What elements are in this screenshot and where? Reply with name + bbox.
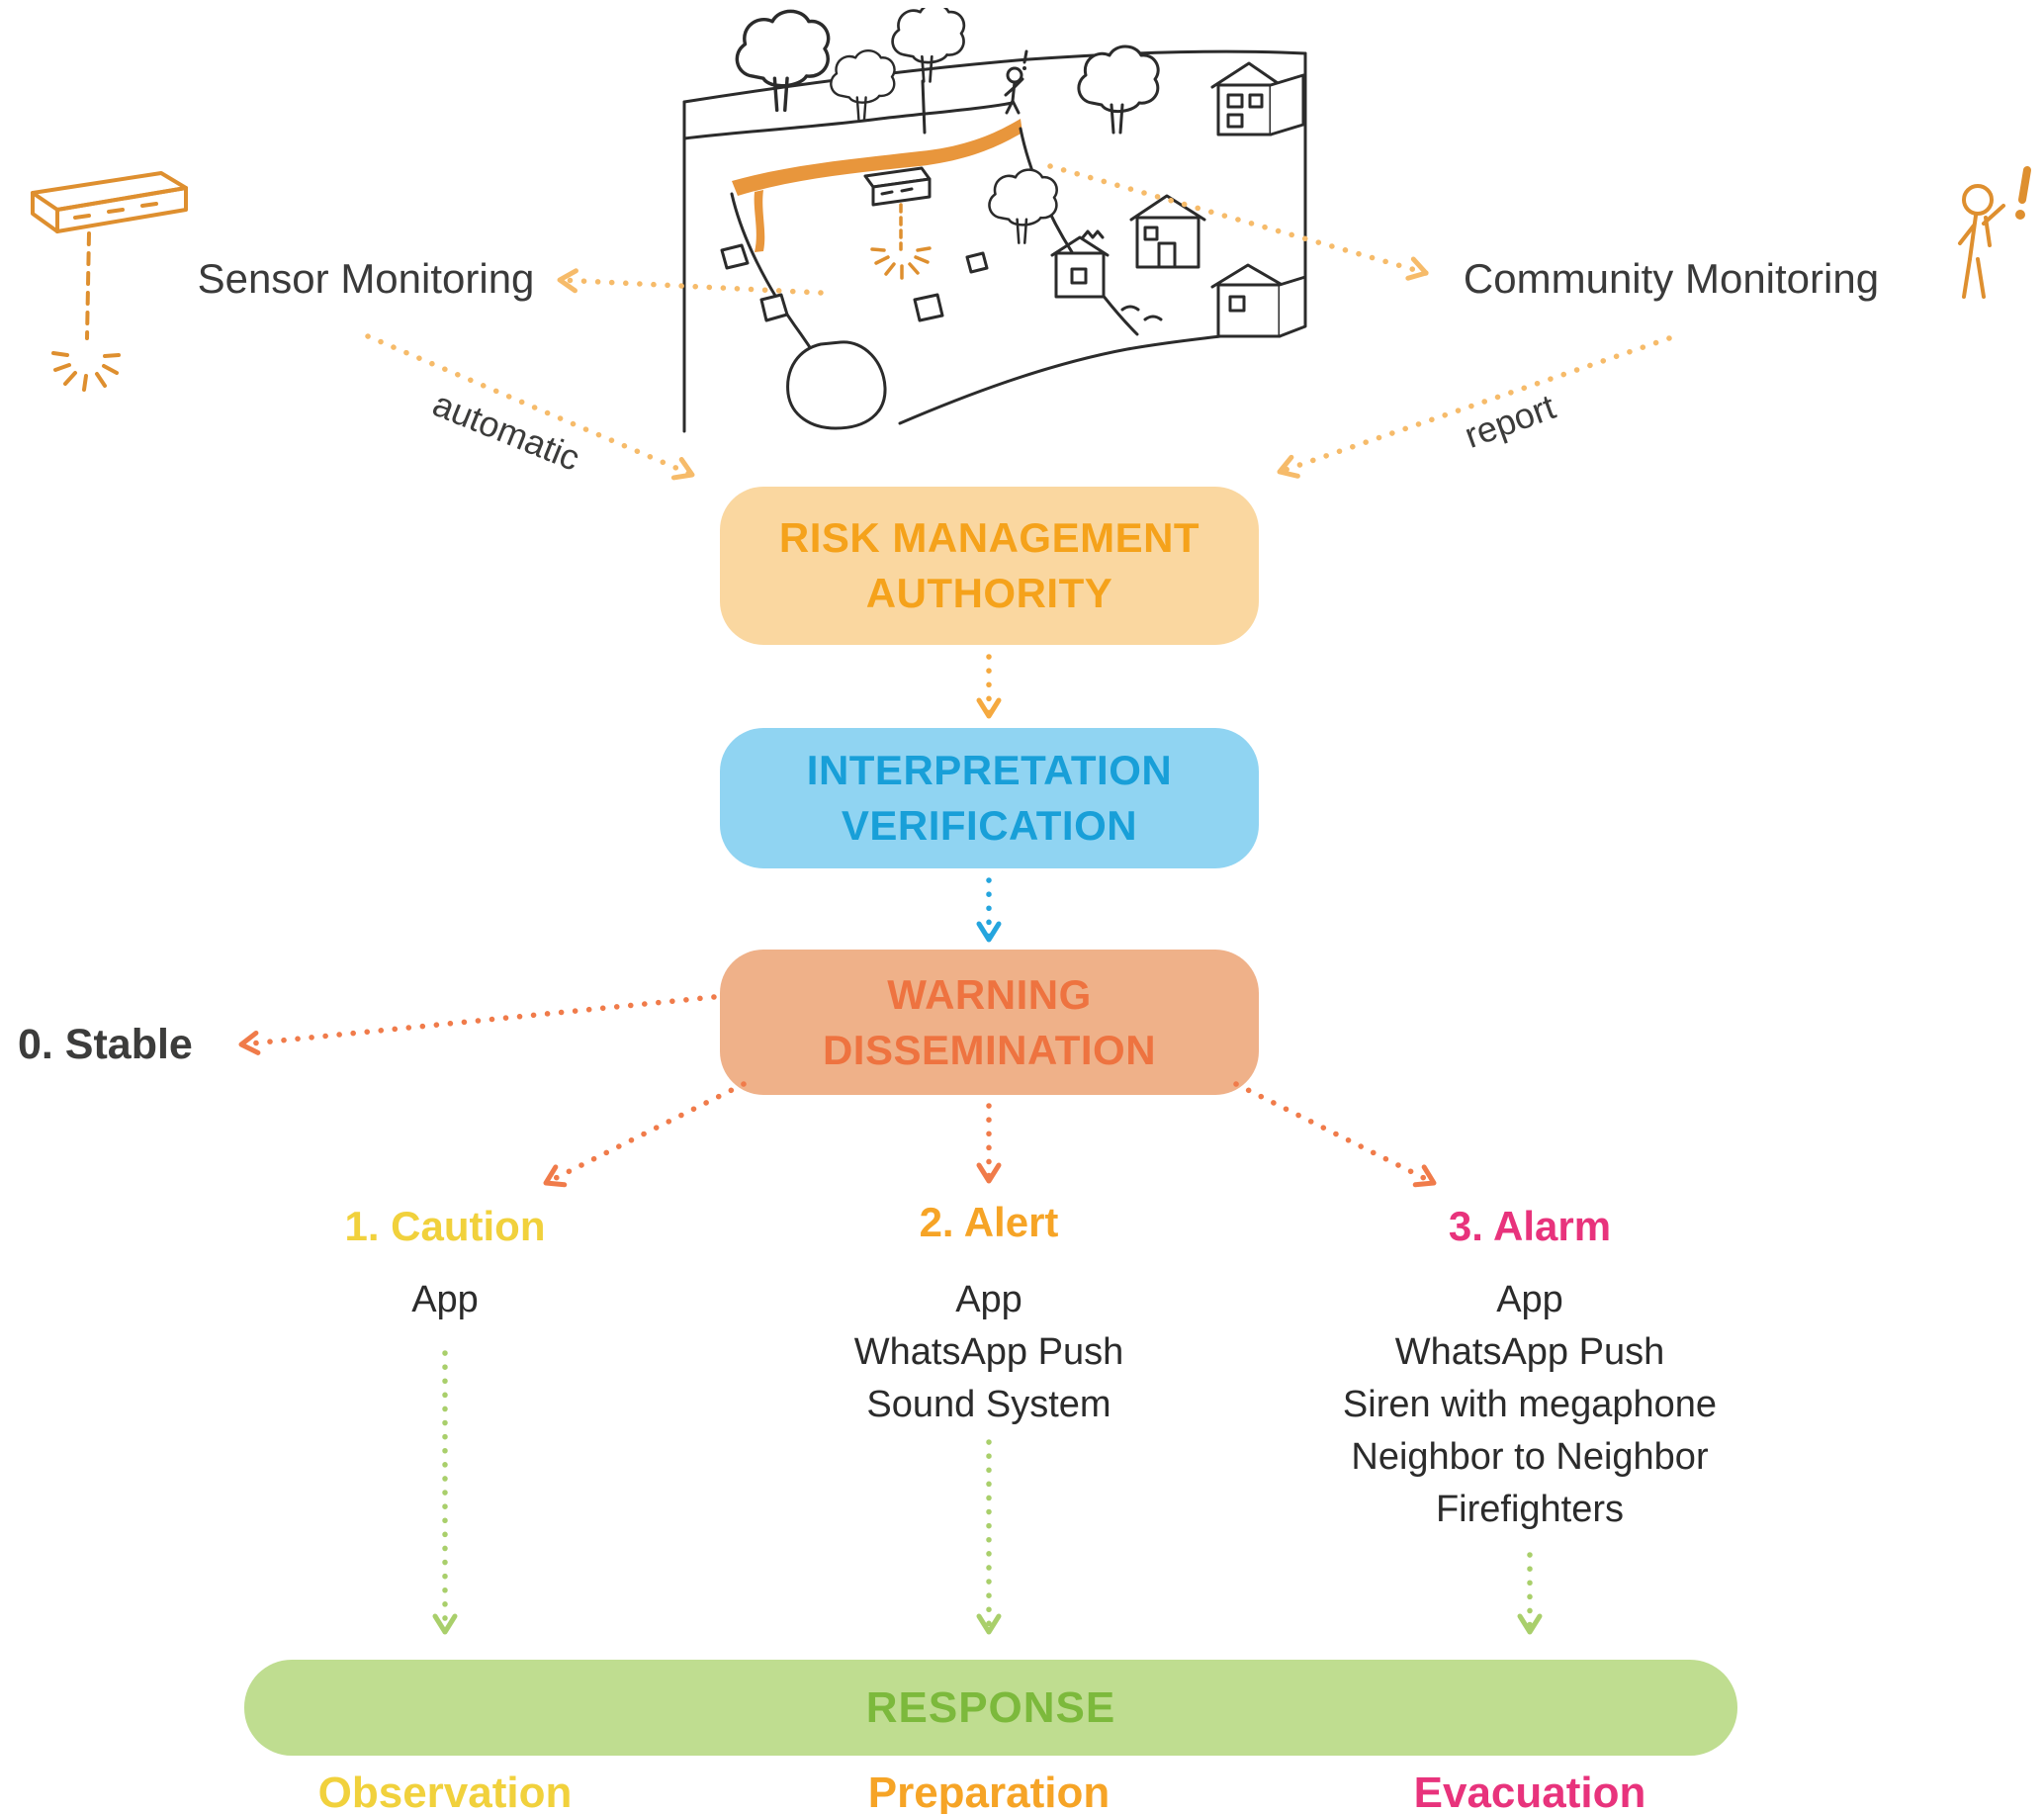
channel-item: Sound System	[866, 1384, 1111, 1425]
channel-item: App	[955, 1279, 1022, 1320]
risk-box-line2: AUTHORITY	[865, 570, 1113, 616]
level-alert-title: 2. Alert	[919, 1199, 1059, 1245]
community-person-icon	[1958, 166, 2031, 299]
landslide-scene-illustration	[682, 8, 1307, 433]
report-arrow-label: report	[1459, 386, 1561, 456]
channel-item: Siren with megaphone	[1342, 1384, 1718, 1425]
level-caution-title: 1. Caution	[344, 1203, 546, 1249]
sensor-monitoring-label: Sensor Monitoring	[197, 255, 535, 302]
level-stable-title: 0. Stable	[18, 1021, 193, 1068]
risk-box-line1: RISK MANAGEMENT	[778, 514, 1200, 562]
warning-dissemination-box: WARNING DISSEMINATION	[720, 950, 1259, 1095]
channel-item: Neighbor to Neighbor	[1351, 1436, 1709, 1478]
arrow-warning-to-alarm	[1233, 1081, 1437, 1188]
risk-management-authority-box: RISK MANAGEMENT AUTHORITY	[720, 487, 1259, 645]
response-preparation-label: Preparation	[867, 1769, 1111, 1814]
channel-item: WhatsApp Push	[1394, 1331, 1665, 1373]
automatic-arrow-label: automatic	[427, 383, 586, 479]
channel-item: WhatsApp Push	[853, 1331, 1124, 1373]
interpretation-box-line1: INTERPRETATION	[806, 747, 1173, 794]
warning-box-line1: WARNING	[887, 970, 1092, 1018]
arrow-warning-to-stable	[238, 994, 717, 1055]
channel-item: Firefighters	[1435, 1489, 1625, 1530]
channel-item: App	[411, 1279, 479, 1320]
level-alarm-title: 3. Alarm	[1448, 1203, 1612, 1249]
arrow-warning-to-caution	[543, 1081, 747, 1188]
alert-channels-list: App WhatsApp Push Sound System	[752, 1274, 1226, 1431]
channel-item: App	[1496, 1279, 1563, 1320]
interpretation-box-line2: VERIFICATION	[841, 802, 1138, 849]
response-observation-label: Observation	[317, 1769, 573, 1814]
response-evacuation-label: Evacuation	[1413, 1769, 1646, 1814]
response-bar-label: RESPONSE	[865, 1682, 1116, 1732]
alarm-channels-list: App WhatsApp Push Siren with megaphone N…	[1292, 1274, 1767, 1536]
response-bar: RESPONSE	[244, 1660, 1737, 1756]
sensor-device-icon	[31, 171, 188, 392]
caution-channels-list: App	[208, 1274, 682, 1326]
community-monitoring-label: Community Monitoring	[1463, 255, 1880, 302]
warning-box-line2: DISSEMINATION	[822, 1026, 1157, 1073]
interpretation-verification-box: INTERPRETATION VERIFICATION	[720, 728, 1259, 868]
